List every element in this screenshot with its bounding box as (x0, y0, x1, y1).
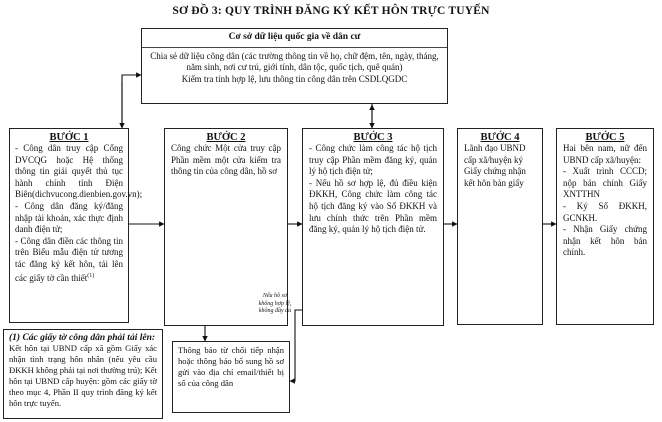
notify-text: Thông báo từ chối tiếp nhận hoặc thông b… (178, 345, 284, 388)
step2-text: Công chức Một cửa truy cập Phần mềm một … (171, 143, 281, 177)
step5-item: Hai bên nam, nữ đến UBND cấp xã/huyện: (563, 143, 647, 165)
database-share-text: Chia sẻ dữ liệu công dân (các trường thô… (150, 50, 439, 73)
step5-box: BƯỚC 5 Hai bên nam, nữ đến UBND cấp xã/h… (556, 128, 654, 325)
invalid-path-label: Nếu hồ sơ không hợp lệ, không đầy đủ (258, 293, 292, 314)
step5-item: - Ký Sổ ĐKKH, GCNKH. (563, 200, 647, 223)
footnote-box: (1) Các giấy tờ công dân phải tải lên: K… (3, 329, 163, 419)
step5-heading: BƯỚC 5 (585, 132, 625, 143)
step1-item: - Công dân điền các thông tin trên Biểu … (15, 236, 123, 284)
step1-box: BƯỚC 1 - Công dân truy cập Cổng DVCQG ho… (9, 128, 143, 323)
step5-item: - Nhận Giấy chứng nhận kết hôn bản chính… (563, 224, 647, 258)
step3-heading: BƯỚC 3 (353, 132, 393, 143)
diagram-title: SƠ ĐỒ 3: QUY TRÌNH ĐĂNG KÝ KẾT HÔN TRỰC … (172, 5, 490, 17)
step5-item: - Xuất trình CCCD; nộp bản chính Giấy XN… (563, 166, 647, 200)
footnote-heading: (1) Các giấy tờ công dân phải tải lên: (9, 333, 156, 343)
step3-item: - Nếu hồ sơ hợp lệ, đủ điều kiện ĐKKH, C… (309, 177, 437, 235)
step4-text: Lãnh đạo UBND cấp xã/huyện ký Giấy chứng… (464, 143, 526, 188)
step2-box: BƯỚC 2 Công chức Một cửa truy cập Phần m… (164, 128, 288, 326)
step1-heading: BƯỚC 1 (49, 132, 89, 143)
footnote-text: Kết hôn tại UBND cấp xã gồm Giấy xác nhậ… (9, 343, 157, 408)
database-box: Cơ sở dữ liệu quốc gia về dân cư Chia sẻ… (141, 28, 448, 104)
step4-box: BƯỚC 4 Lãnh đạo UBND cấp xã/huyện ký Giấ… (457, 128, 543, 325)
step1-item: - Công dân đăng ký/đăng nhập tài khoản, … (15, 200, 123, 235)
arrow-step1-database (121, 72, 142, 127)
footnote-ref: (1) (87, 272, 95, 279)
step1-item-text: - Công dân điền các thông tin trên Biểu … (15, 235, 123, 283)
step2-heading: BƯỚC 2 (206, 132, 246, 143)
arrow-step3-notify (289, 309, 302, 384)
step3-box: BƯỚC 3 - Công chức làm công tác hộ tịch … (302, 128, 444, 326)
notify-box: Thông báo từ chối tiếp nhận hoặc thông b… (172, 341, 290, 413)
step3-item: - Công chức làm công tác hộ tịch truy cậ… (309, 143, 437, 177)
step4-heading: BƯỚC 4 (480, 132, 520, 143)
database-heading: Cơ sở dữ liệu quốc gia về dân cư (142, 32, 447, 48)
database-validate-text: Kiểm tra tính hợp lệ, lưu thông tin công… (181, 73, 408, 84)
step1-item: - Công dân truy cập Cổng DVCQG hoặc Hệ t… (15, 143, 143, 200)
